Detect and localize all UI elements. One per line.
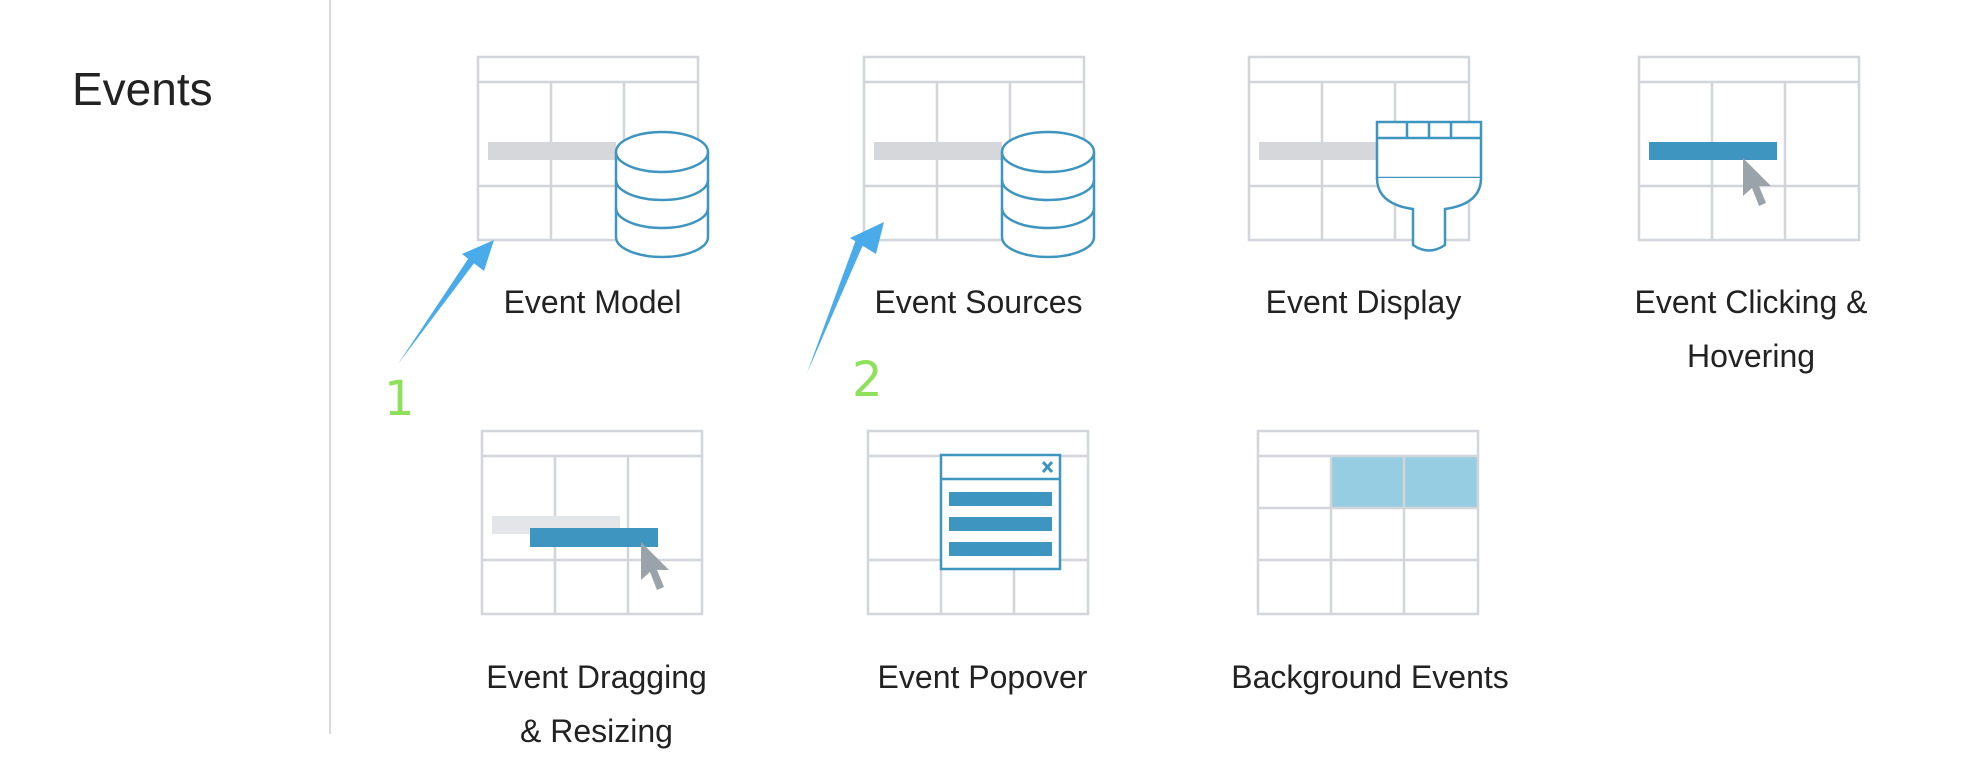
background-grid-icon (1256, 429, 1480, 616)
card-event-model[interactable]: Event Model (470, 52, 715, 352)
card-event-dragging-resizing[interactable]: Event Dragging & Resizing (474, 426, 719, 756)
section-divider (329, 0, 331, 734)
database-grid-icon (862, 55, 1096, 259)
card-label: Background Events (1231, 659, 1509, 695)
card-event-clicking-hovering[interactable]: Event Clicking & Hovering (1631, 52, 1871, 382)
paintbrush-grid-icon (1247, 55, 1483, 252)
card-label: Event Clicking & Hovering (1634, 284, 1868, 374)
card-event-popover[interactable]: Event Popover (860, 426, 1105, 726)
card-event-sources[interactable]: Event Sources (856, 52, 1101, 352)
card-event-display[interactable]: Event Display (1241, 52, 1486, 352)
card-label: Event Popover (877, 659, 1088, 695)
card-background-events[interactable]: Background Events (1220, 426, 1520, 726)
annotation-number-1: 1 (384, 371, 415, 427)
annotation-number-2: 2 (852, 352, 883, 408)
card-label: Event Model (503, 284, 682, 320)
section-title: Events (72, 63, 213, 115)
card-label: Event Sources (874, 284, 1083, 320)
card-label: Event Dragging & Resizing (486, 659, 707, 749)
cursor-click-grid-icon (1637, 55, 1861, 242)
cursor-drag-grid-icon (480, 429, 704, 616)
card-label: Event Display (1265, 284, 1462, 320)
popover-grid-icon (866, 429, 1090, 616)
database-grid-icon (476, 55, 710, 259)
